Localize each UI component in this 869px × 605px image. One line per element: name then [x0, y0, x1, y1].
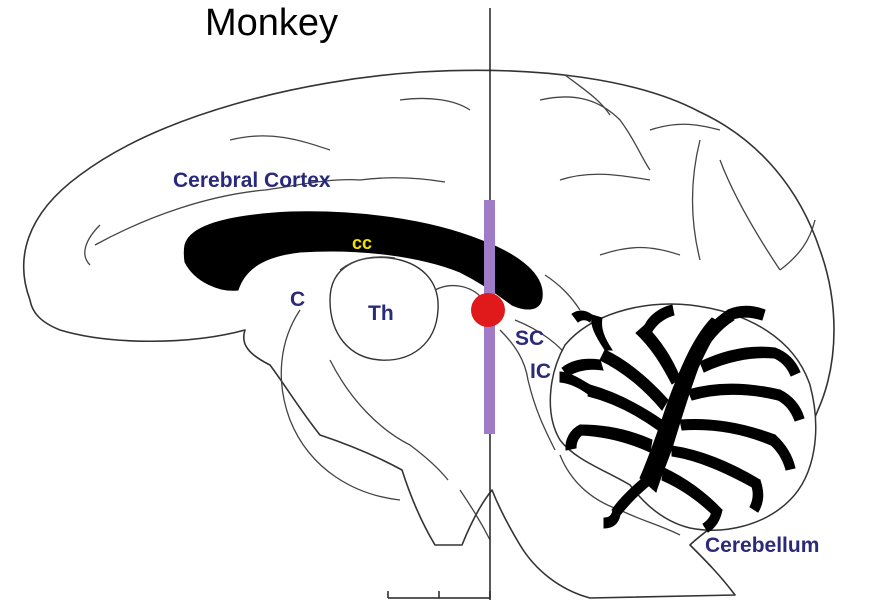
label-superior-colliculus: SC — [515, 327, 544, 350]
label-corpus-callosum: cc — [352, 233, 372, 253]
scale-bar — [388, 591, 490, 598]
figure-title: Monkey — [205, 2, 338, 44]
label-cerebellum: Cerebellum — [705, 534, 819, 557]
label-cerebral-cortex: Cerebral Cortex — [173, 169, 331, 192]
label-thalamus: Th — [368, 302, 394, 325]
target-marker — [471, 293, 505, 327]
label-caudate: C — [290, 288, 305, 311]
label-inferior-colliculus: IC — [530, 360, 551, 383]
